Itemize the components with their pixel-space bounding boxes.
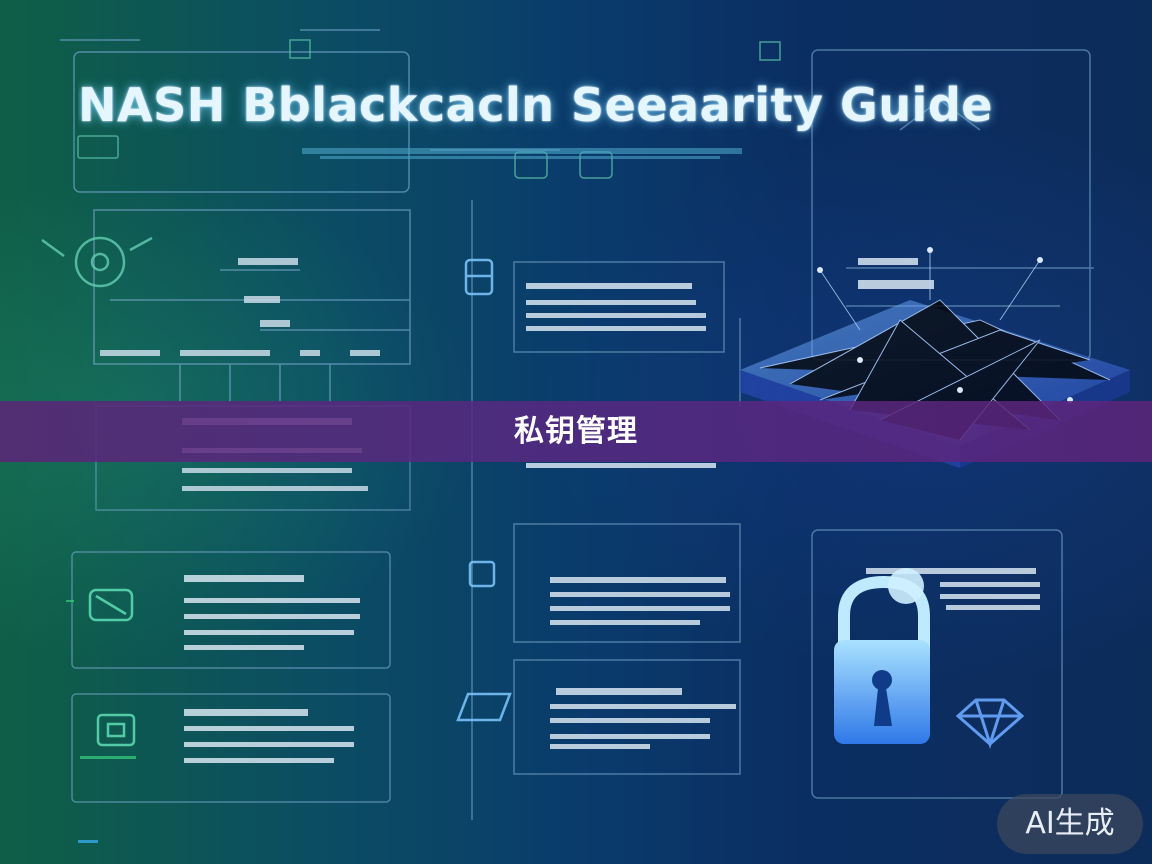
- left-top-panel: [93, 209, 411, 402]
- right-lower-panel: [811, 529, 1063, 799]
- caption-text: 私钥管理: [514, 414, 638, 449]
- left-top-text: [100, 258, 380, 356]
- right-top-text: [858, 258, 934, 289]
- padlock-illustration: [834, 568, 930, 744]
- watermark-badge: AI生成: [997, 794, 1143, 854]
- watermark-text: AI生成: [1025, 806, 1115, 841]
- caption-banner: 私钥管理: [0, 401, 1152, 462]
- header-icons: [77, 39, 781, 179]
- center-icons: [456, 258, 512, 722]
- center-column: [471, 200, 741, 820]
- right-lower-text: [866, 568, 1040, 610]
- diamond-icon: [955, 698, 1025, 749]
- left-green-accents: [66, 600, 136, 843]
- image-title: NASH Bblackcacln Seeaarity Guide: [78, 78, 993, 132]
- left-lower-icons: [88, 588, 136, 747]
- left-lock-icon: [41, 236, 153, 288]
- left-lower-panels: [71, 551, 391, 803]
- subtitle-scribble: [302, 148, 742, 159]
- left-lower-text: [184, 575, 360, 763]
- center-text: [526, 283, 736, 749]
